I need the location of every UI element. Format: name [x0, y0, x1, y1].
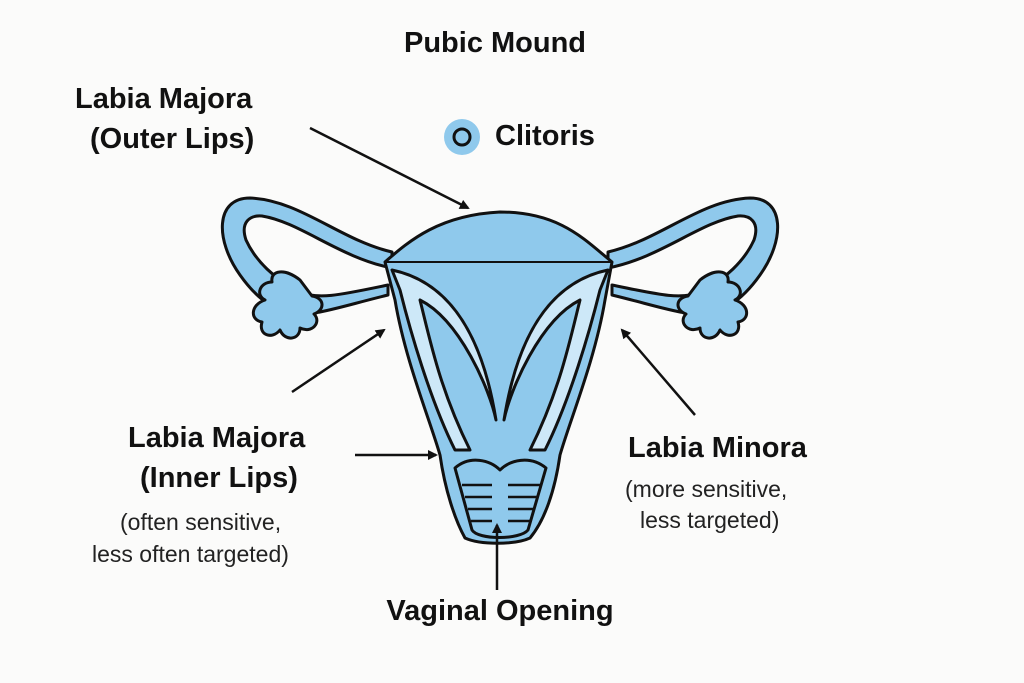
left-fimbriae [251, 270, 324, 340]
vaginal-canal [453, 458, 548, 539]
label-pubic-mound: Pubic Mound [404, 27, 586, 59]
left-inner-lobe [390, 268, 498, 452]
arrow-inner-lips-upper [291, 328, 386, 394]
note-inner-1: (often sensitive, [120, 509, 281, 535]
clitoris-icon [444, 119, 480, 155]
note-inner-2: less often targeted) [92, 541, 289, 567]
right-inner-lobe [502, 268, 610, 452]
arrow-outer-lips [309, 126, 470, 210]
label-labia-majora-inner: Labia Majora [128, 422, 306, 454]
right-fimbriae [676, 270, 749, 340]
arrow-labia-minora [620, 328, 696, 416]
label-outer-lips: (Outer Lips) [90, 123, 254, 155]
note-minora-1: (more sensitive, [625, 476, 787, 502]
label-clitoris: Clitoris [495, 120, 595, 152]
label-labia-majora-outer: Labia Majora [75, 83, 253, 115]
label-labia-minora: Labia Minora [628, 432, 808, 464]
label-inner-lips: (Inner Lips) [140, 462, 298, 494]
label-vaginal-opening: Vaginal Opening [386, 595, 613, 627]
note-minora-2: less targeted) [640, 507, 779, 533]
